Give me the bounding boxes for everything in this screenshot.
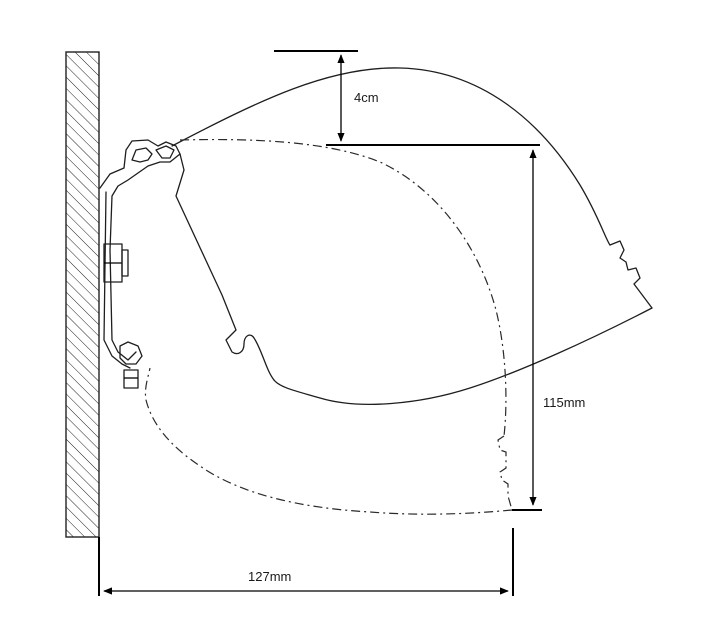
cover-open-solid: [171, 67, 653, 405]
dimension-label-4cm: 4cm: [354, 90, 379, 105]
dimension-label-127mm: 127mm: [248, 569, 291, 584]
cover-closed-dashed: [144, 138, 513, 515]
dimension-4cm: 4cm: [274, 50, 540, 146]
dimension-label-115mm: 115mm: [543, 395, 585, 410]
cassette-bracket: [99, 139, 181, 389]
wall: [65, 51, 100, 538]
dimension-127mm: 127mm: [98, 528, 514, 596]
dimension-115mm: 115mm: [512, 149, 585, 511]
